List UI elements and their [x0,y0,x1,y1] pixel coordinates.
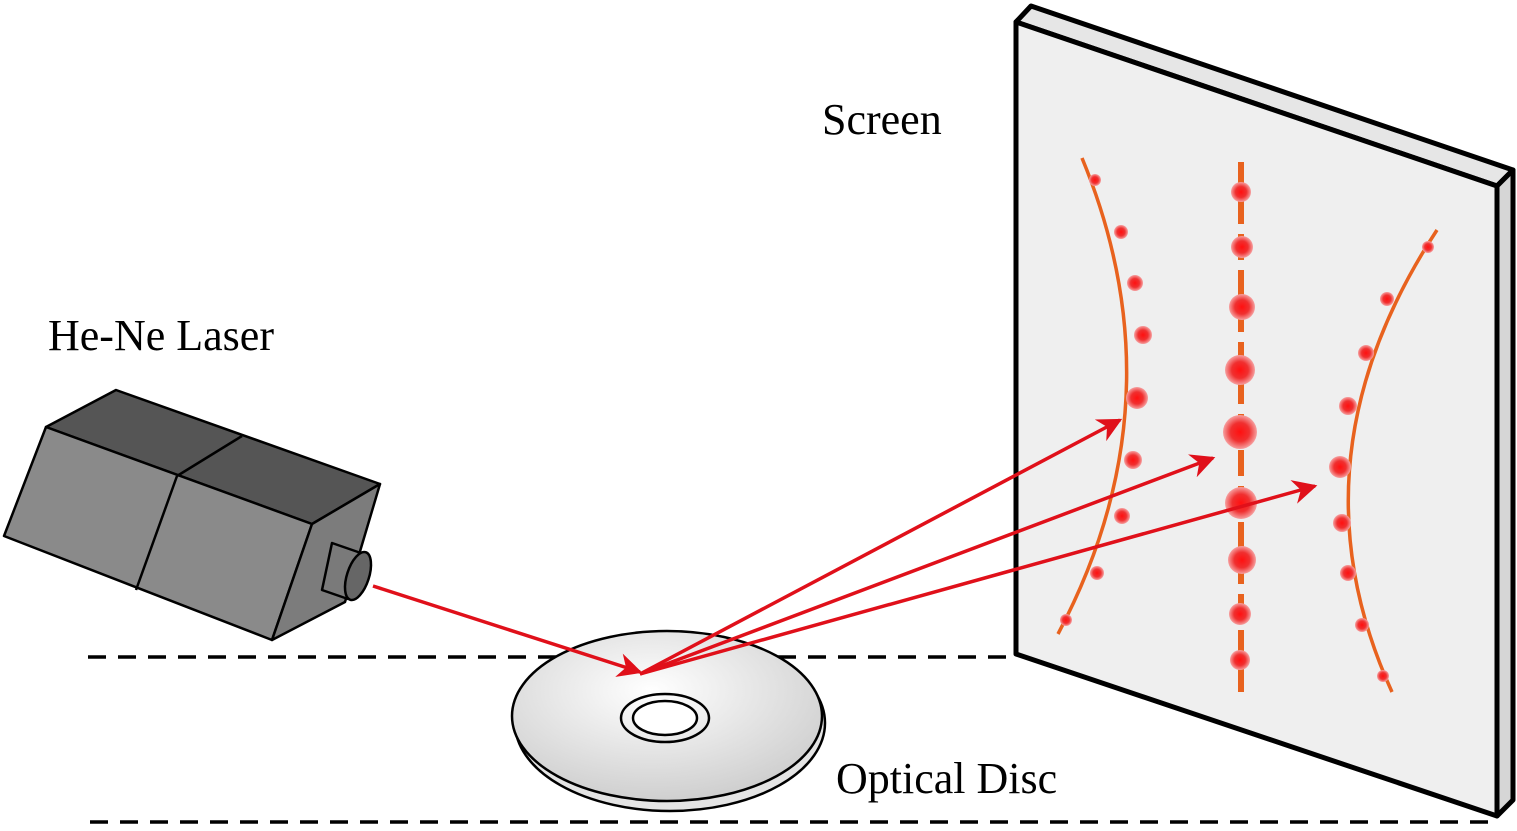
screen [1013,3,1516,819]
center-fringe-dot-3 [1229,294,1255,320]
right-fringe-dots [1329,241,1434,682]
right-fringe-dot-4 [1339,397,1357,415]
left-fringe-dot-8 [1090,566,1104,580]
laser-end-face [270,482,382,642]
right-fringe-dot-5 [1329,456,1351,478]
right-fringe-dot-2 [1380,292,1394,306]
laser-beams [372,418,1318,677]
right-fringe-dot-9 [1377,670,1389,682]
center-fringe-dot-8 [1229,603,1251,625]
laser-aperture [343,550,373,602]
disc-hub-inner [631,699,699,737]
incident-beam-arrow [372,584,643,677]
screen-face [1013,19,1500,819]
diffracted-beam-arrow-1 [639,418,1123,676]
center-fringe-dot-9 [1230,650,1250,670]
right-fringe-dot-8 [1355,618,1369,632]
laser-top-divider [176,434,243,478]
left-fringe-dot-6 [1124,451,1142,469]
diffracted-beam-arrow-3 [639,480,1318,676]
center-fringe-dot-6 [1225,487,1257,519]
right-fringe-dot-7 [1340,565,1356,581]
left-fringe-dot-2 [1114,225,1128,239]
laser-device [2,388,382,642]
left-fringe-dot-7 [1114,508,1130,524]
left-fringe-dot-9 [1060,614,1072,626]
right-fringe-dot-3 [1358,345,1374,361]
left-fringe-dot-1 [1089,174,1101,186]
laser-front-divider [134,475,179,591]
left-fringe-dots [1060,174,1152,626]
right-fringe-dot-1 [1422,241,1434,253]
left-fringe-dot-4 [1134,326,1152,344]
center-fringe-dot-4 [1225,355,1255,385]
left-fringe-dot-5 [1126,387,1148,409]
screen-label: Screen [822,95,942,144]
diffracted-beam-arrow-2 [639,454,1216,676]
right-fringe-dot-6 [1333,514,1351,532]
center-fringe-dot-1 [1231,182,1251,202]
left-fringe-line [1056,157,1129,635]
center-fringe-dots [1223,182,1257,670]
center-fringe-dot-2 [1231,236,1253,258]
center-fringe-dot-7 [1228,546,1256,574]
center-fringe-dot-5 [1223,415,1257,449]
laser-label: He-Ne Laser [48,311,274,360]
optical-disc [510,629,827,813]
left-fringe-dot-3 [1127,275,1143,291]
disc-hub-outer [619,692,711,744]
optical-disc-label: Optical Disc [836,754,1058,803]
